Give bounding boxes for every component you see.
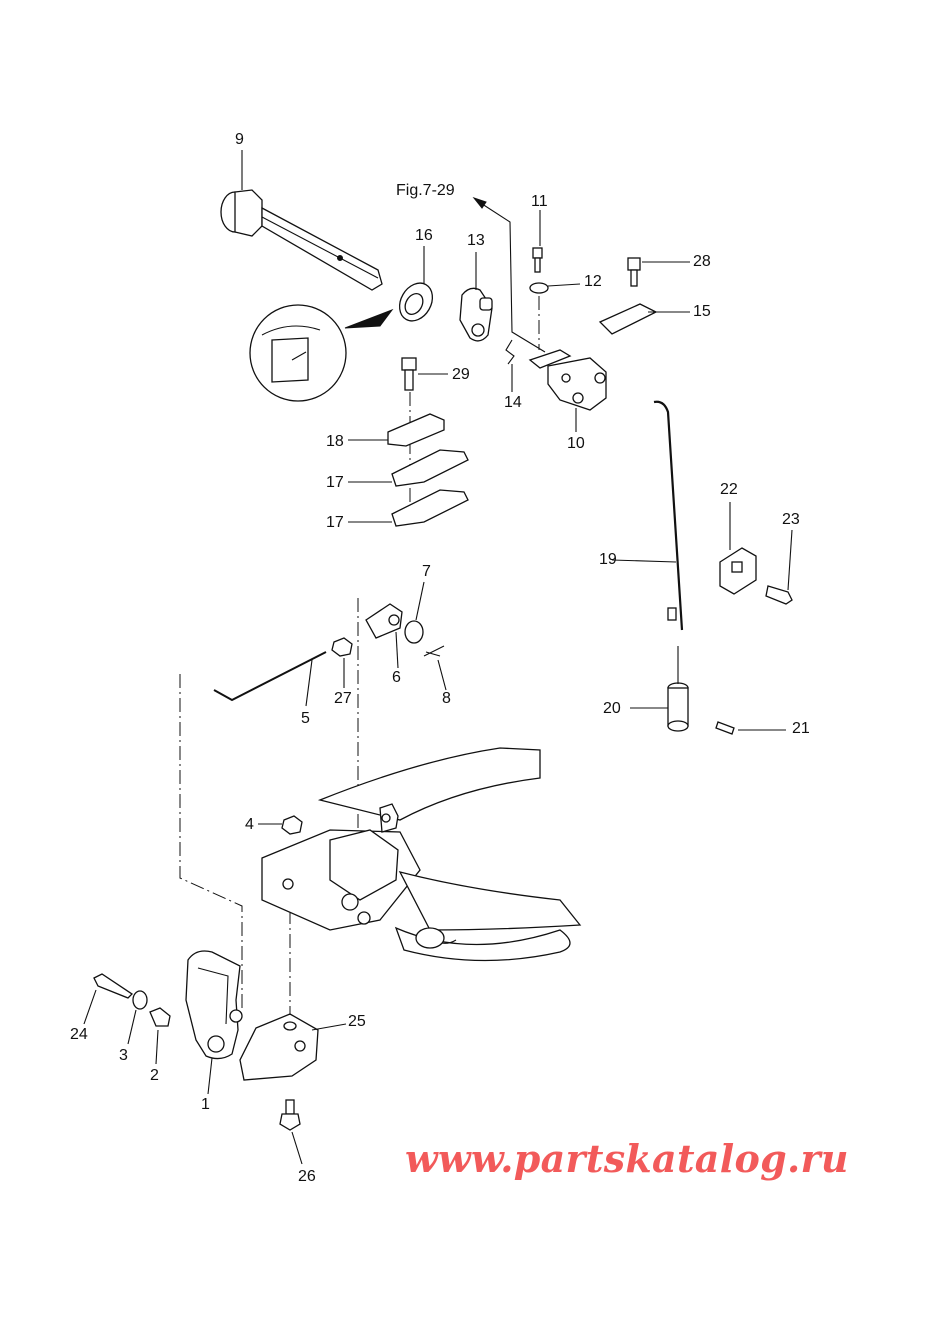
part-24-bolt xyxy=(93,973,134,999)
part-25-bracket xyxy=(239,1013,319,1081)
figure-reference: Fig.7-29 xyxy=(396,182,455,199)
part-2-collar xyxy=(149,1007,171,1027)
callout-27: 27 xyxy=(334,690,352,707)
callout-17-upper: 17 xyxy=(326,474,344,491)
callout-18: 18 xyxy=(326,433,344,450)
callout-13: 13 xyxy=(467,232,485,249)
callout-19: 19 xyxy=(599,551,617,568)
callout-28: 28 xyxy=(693,253,711,270)
part-12-washer xyxy=(529,282,549,294)
part-23-screw xyxy=(765,585,793,605)
part-1-lever xyxy=(185,950,243,1060)
callout-5: 5 xyxy=(301,710,310,727)
callout-26: 26 xyxy=(298,1168,316,1185)
part-4-nut xyxy=(281,815,303,835)
part-14-clip xyxy=(505,339,515,365)
callout-3: 3 xyxy=(119,1047,128,1064)
part-20-sleeve xyxy=(667,682,689,732)
callout-14: 14 xyxy=(504,394,522,411)
part-7-washer xyxy=(404,620,424,644)
part-29-bolt xyxy=(401,357,417,391)
callout-23: 23 xyxy=(782,511,800,528)
callout-9: 9 xyxy=(235,131,244,148)
part-28-bolt xyxy=(627,257,641,287)
watermark: www.partskatalog.ru xyxy=(405,1136,849,1181)
part-10-bracket xyxy=(528,349,607,411)
part-8-clip xyxy=(423,645,445,657)
part-17-plate-a xyxy=(391,449,469,487)
part-21-pin xyxy=(715,721,735,735)
callout-24: 24 xyxy=(70,1026,88,1043)
callout-16: 16 xyxy=(415,227,433,244)
part-13-link xyxy=(459,287,493,342)
part-15-plate xyxy=(598,303,658,335)
part-26-bolt xyxy=(279,1099,301,1131)
callout-6: 6 xyxy=(392,669,401,686)
callout-4: 4 xyxy=(245,816,254,833)
callout-25: 25 xyxy=(348,1013,366,1030)
part-22-block xyxy=(719,547,757,595)
callout-29: 29 xyxy=(452,366,470,383)
callout-15: 15 xyxy=(693,303,711,320)
callout-10: 10 xyxy=(567,435,585,452)
callout-12: 12 xyxy=(584,273,602,290)
callout-1: 1 xyxy=(201,1096,210,1113)
part-17-plate-b xyxy=(391,489,469,527)
callout-20: 20 xyxy=(603,700,621,717)
part-5-rod xyxy=(213,651,327,702)
part-19-rod xyxy=(653,400,684,631)
part-16-seal xyxy=(398,282,434,322)
part-6-joint xyxy=(365,603,403,639)
callout-8: 8 xyxy=(442,690,451,707)
part-3-washer xyxy=(132,990,148,1010)
housing-assembly xyxy=(261,747,582,962)
part-11-bolt xyxy=(532,247,543,273)
callout-11: 11 xyxy=(531,193,548,210)
callout-22: 22 xyxy=(720,481,738,498)
detail-inset xyxy=(249,304,394,402)
callout-7: 7 xyxy=(422,563,431,580)
part-18-plate xyxy=(387,413,445,447)
callout-2: 2 xyxy=(150,1067,159,1084)
callout-17-lower: 17 xyxy=(326,514,344,531)
part-27-nut xyxy=(331,637,353,657)
callout-21: 21 xyxy=(792,720,810,737)
part-9-shaft xyxy=(220,189,383,291)
